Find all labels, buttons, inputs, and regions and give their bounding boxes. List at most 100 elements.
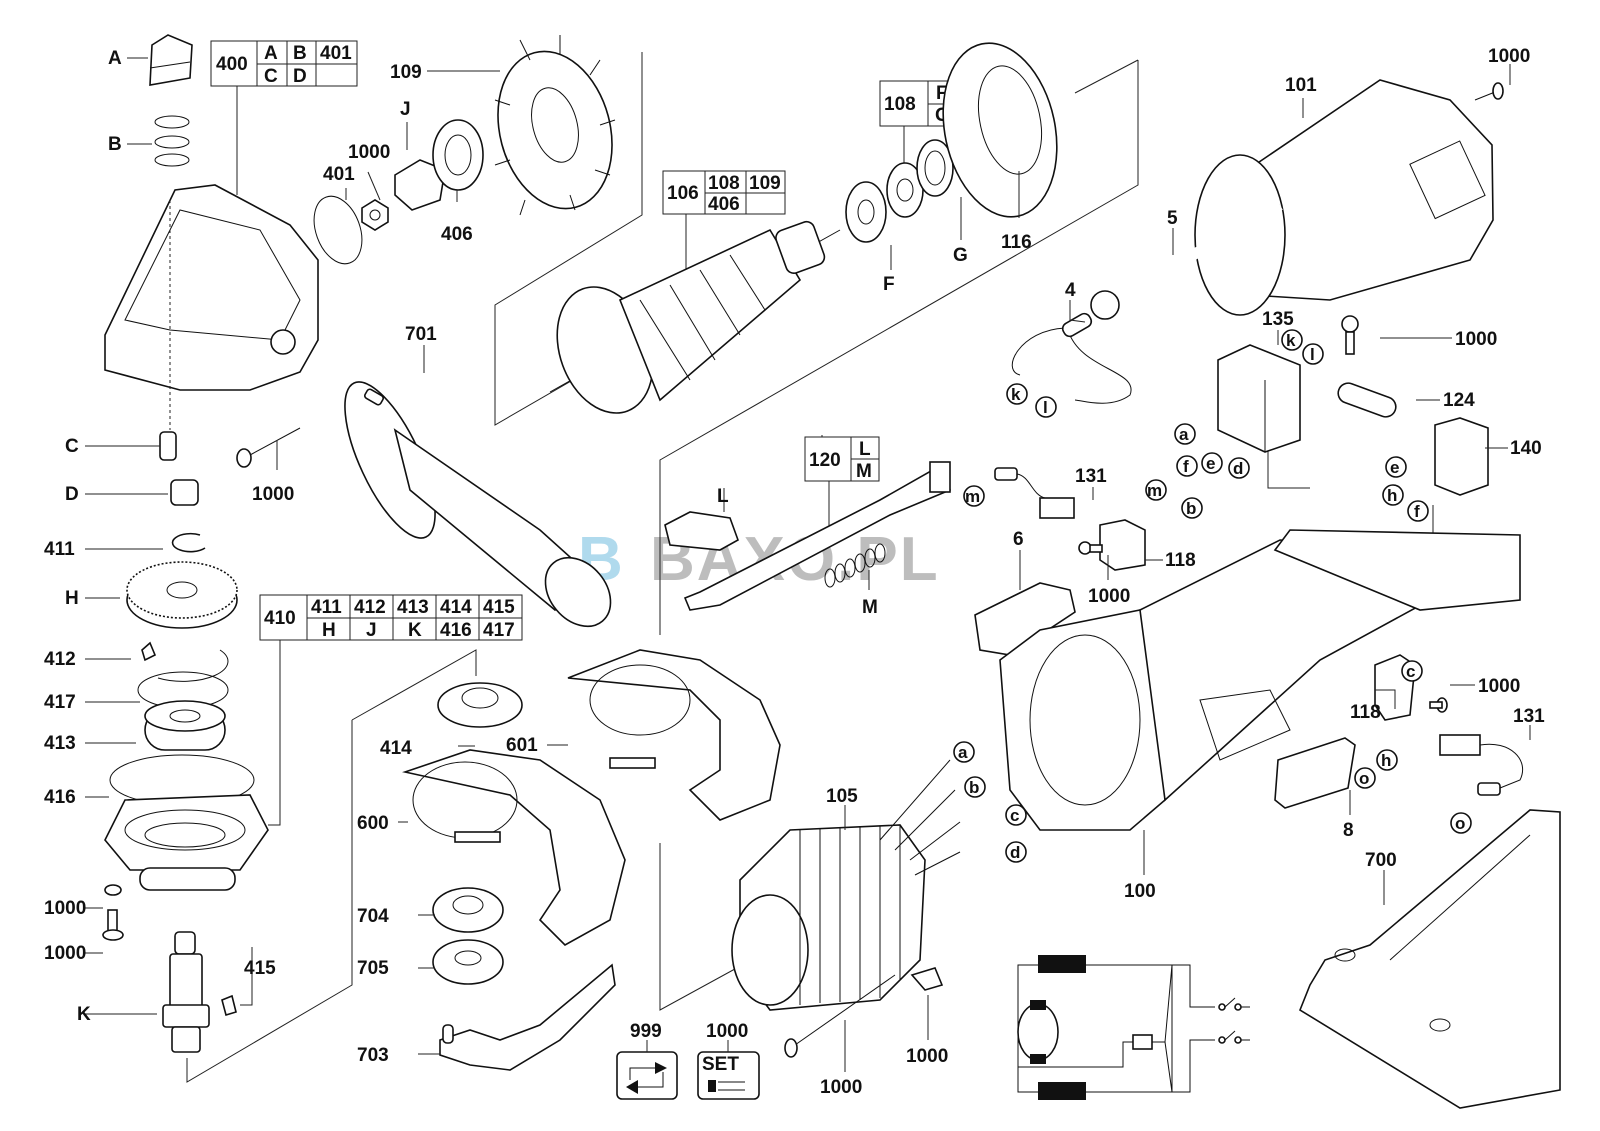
svg-text:k: k — [1011, 385, 1021, 404]
svg-text:a: a — [958, 743, 968, 762]
label-8: 8 — [1343, 820, 1354, 841]
label-118-right: 118 — [1350, 702, 1381, 723]
part-131-carbon-brush-top[interactable] — [994, 467, 1075, 519]
part-414-seal-ring[interactable] — [437, 682, 523, 728]
label-704: 704 — [357, 906, 389, 927]
part-M-spring[interactable] — [824, 543, 886, 588]
part-704-flange[interactable] — [432, 887, 504, 933]
part-1000-washer[interactable] — [104, 884, 122, 896]
part-401-o-ring[interactable] — [305, 190, 370, 271]
part-101-motor-housing-cover[interactable] — [1194, 79, 1494, 316]
part-701-side-handle[interactable] — [327, 370, 624, 639]
svg-text:m: m — [1147, 481, 1162, 500]
set-icon-text: SET — [702, 1054, 739, 1075]
table-410-cell: K — [408, 620, 422, 641]
table-400-cell: A — [264, 43, 278, 64]
part-105-field-coil[interactable] — [731, 759, 961, 1011]
part-1000-clip[interactable] — [910, 967, 944, 991]
label-109: 109 — [390, 62, 422, 83]
replace-arrows-icon[interactable] — [616, 1051, 678, 1100]
motor-wiring-schematic — [1017, 955, 1250, 1100]
part-135-switch[interactable] — [1217, 344, 1301, 453]
part-410-bearing-flange[interactable] — [104, 794, 269, 891]
part-1000-topright-screw[interactable] — [1474, 82, 1504, 101]
label-H: H — [65, 588, 79, 609]
part-1000-right-screw[interactable] — [1429, 697, 1448, 713]
label-1000-set: 1000 — [706, 1021, 748, 1042]
table-120-cell: L — [859, 439, 871, 460]
part-4-cable-end[interactable] — [1011, 311, 1132, 404]
part-120-switch-rod[interactable] — [683, 461, 951, 611]
part-100-motor-housing[interactable] — [999, 529, 1521, 831]
marker-b1: b — [1181, 497, 1203, 519]
part-406-bearing[interactable] — [432, 119, 484, 191]
part-H-bevel-gear[interactable] — [126, 561, 238, 629]
part-703-spanner[interactable] — [439, 963, 616, 1071]
label-131-top: 131 — [1075, 466, 1107, 487]
label-411: 411 — [44, 539, 75, 560]
part-411-circlip[interactable] — [171, 532, 206, 553]
part-5-power-cable[interactable] — [1077, 200, 1283, 325]
part-106-armature[interactable] — [540, 219, 841, 426]
part-140-suppressor[interactable] — [1434, 417, 1489, 496]
part-1000-handle-screw[interactable] — [236, 427, 301, 468]
screw-set-icon[interactable]: SET — [697, 1051, 760, 1100]
part-A-knob[interactable] — [149, 34, 193, 86]
svg-text:b: b — [1186, 499, 1196, 518]
part-1000-long-bolt[interactable] — [784, 974, 896, 1058]
part-J-pinion[interactable] — [394, 159, 446, 211]
part-600-protective-guard[interactable] — [402, 749, 626, 946]
part-1000-screw[interactable] — [102, 909, 124, 941]
svg-text:d: d — [1010, 843, 1020, 862]
table-410-cell: 413 — [397, 597, 429, 618]
part-124-cable-clamp[interactable] — [1335, 380, 1398, 419]
part-8-label-plate[interactable] — [1274, 737, 1356, 809]
part-6-label-plate[interactable] — [974, 582, 1076, 656]
part-L-switch-button[interactable] — [664, 511, 739, 551]
label-D: D — [65, 484, 79, 505]
label-415: 415 — [244, 958, 276, 979]
marker-e1: e — [1201, 452, 1223, 474]
part-1000-nut[interactable] — [361, 199, 389, 231]
label-131-right: 131 — [1513, 706, 1545, 727]
table-410-cell: 415 — [483, 597, 515, 618]
label-K: K — [77, 1004, 91, 1025]
part-116-air-guide[interactable] — [928, 32, 1072, 227]
table-120-main: 120 — [809, 450, 841, 471]
table-410-cell: 414 — [440, 597, 472, 618]
label-1000-right: 1000 — [1478, 676, 1520, 697]
part-118-brush-holder-top[interactable] — [1099, 519, 1146, 571]
part-700-carrying-case[interactable] — [1299, 809, 1561, 1109]
part-G-bearing-sleeve[interactable] — [916, 139, 954, 197]
part-K-spindle[interactable] — [162, 931, 237, 1053]
part-413-bearing[interactable] — [144, 700, 226, 751]
part-1000-brush-screw[interactable] — [1078, 541, 1103, 555]
part-109-fan[interactable] — [481, 35, 629, 222]
part-F-bearing[interactable] — [845, 181, 887, 243]
label-705: 705 — [357, 958, 389, 979]
part-412-key[interactable] — [141, 641, 229, 682]
part-705-clamping-nut[interactable] — [432, 939, 504, 985]
svg-text:d: d — [1233, 459, 1243, 478]
label-135: 135 — [1262, 309, 1294, 330]
part-B-spring[interactable] — [154, 115, 190, 167]
svg-text:a: a — [1179, 425, 1189, 444]
part-131-carbon-brush-right[interactable] — [1439, 734, 1524, 796]
part-1000-clamp-screw[interactable] — [1341, 315, 1359, 355]
part-601-protective-guard[interactable] — [567, 649, 781, 821]
label-B: B — [108, 134, 122, 155]
table-106-cell: 108 — [708, 173, 740, 194]
label-417: 417 — [44, 692, 76, 713]
marker-l1: l — [1035, 396, 1057, 418]
table-400-cell: 401 — [320, 43, 352, 64]
label-118-top: 118 — [1165, 550, 1196, 571]
svg-text:m: m — [965, 487, 980, 506]
label-703: 703 — [357, 1045, 389, 1066]
table-120-cell: M — [856, 461, 872, 482]
label-1000-brush: 1000 — [1088, 586, 1130, 607]
part-400-gear-housing[interactable] — [104, 184, 319, 430]
part-C-pin[interactable] — [159, 431, 177, 461]
marker-a1: a — [1174, 423, 1196, 445]
part-D-sleeve[interactable] — [170, 479, 199, 506]
